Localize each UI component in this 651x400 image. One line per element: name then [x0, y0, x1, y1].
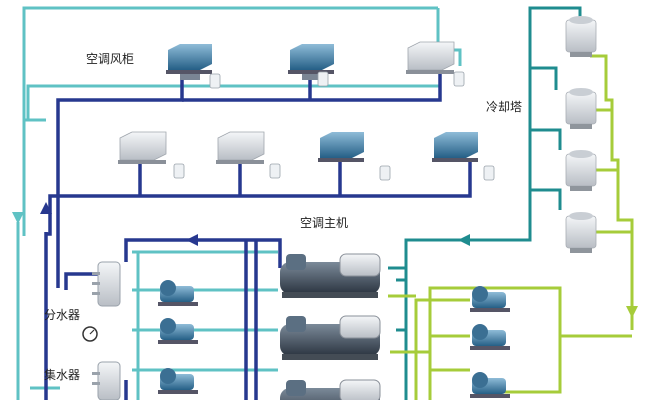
arrow-up-supply [40, 202, 52, 214]
chilled-water-pump [158, 280, 198, 306]
cooling-water-pump [470, 372, 510, 398]
cooling-tower [565, 88, 597, 129]
label-chiller: 空调主机 [300, 216, 349, 230]
cooling-green-pipes [388, 54, 634, 400]
pressure-gauge [82, 326, 98, 342]
flow-arrows [12, 202, 638, 318]
ahu-unit [406, 41, 455, 74]
chilled-water-pump [158, 368, 198, 394]
ahu-unit [118, 131, 167, 164]
ahu-unit [288, 44, 334, 80]
chiller-unit [280, 379, 381, 400]
chiller-unit [280, 315, 381, 360]
label-supply-header: 分水器 [44, 308, 81, 322]
cooling-tower [565, 212, 597, 253]
chiller-unit [280, 253, 381, 298]
chilled-water-pump [158, 318, 198, 344]
cooling-tower [565, 150, 597, 191]
arrow-down-left [12, 212, 24, 224]
supply-cyan-pipes [16, 6, 462, 400]
cooling-tower [565, 16, 597, 57]
label-return-header: 集水器 [44, 368, 81, 382]
label-cooling-tower: 冷却塔 [486, 100, 523, 114]
ahu-unit [432, 132, 478, 162]
chilled-water-pipes [44, 70, 472, 400]
cooling-water-pump [470, 286, 510, 312]
valve-boxes [173, 71, 495, 181]
arrow-left-return [186, 234, 198, 246]
return-header [92, 361, 121, 400]
label-ahu: 空调风柜 [86, 52, 135, 66]
cooling-teal-pipes [388, 6, 582, 400]
arrow-left-teal [458, 234, 470, 246]
ahu-unit [166, 44, 212, 80]
supply-header [92, 261, 121, 307]
cooling-water-pump [470, 324, 510, 350]
arrow-down-green [626, 306, 638, 318]
ahu-unit [216, 131, 265, 164]
ahu-unit [318, 132, 364, 162]
